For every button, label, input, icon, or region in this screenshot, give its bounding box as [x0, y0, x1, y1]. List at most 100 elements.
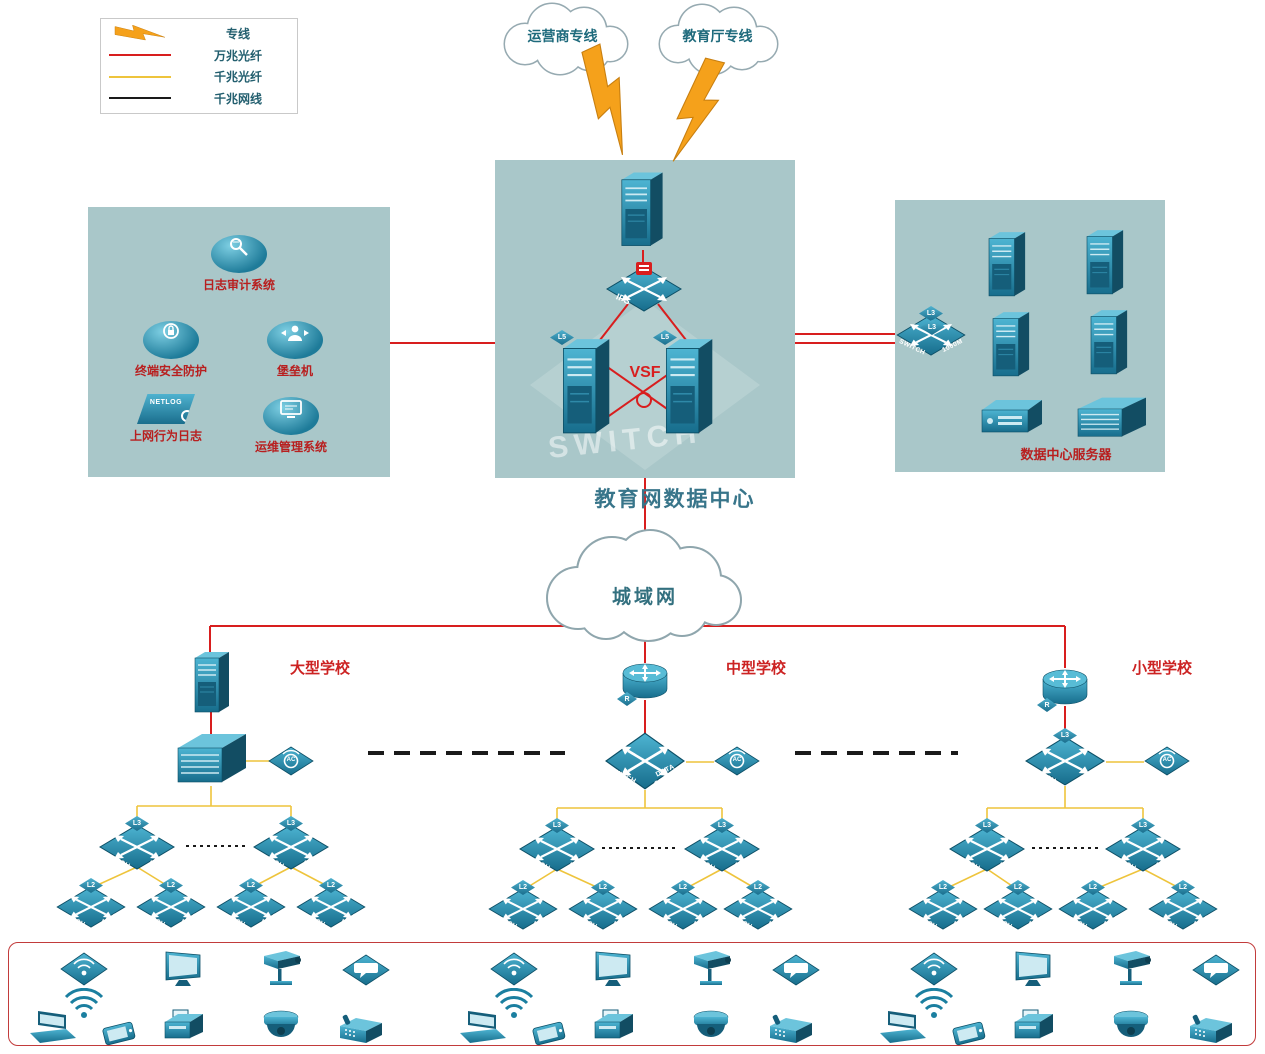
large-school-core-switch	[176, 732, 248, 784]
netlog-system: NETLOG 上网行为日志	[121, 390, 211, 444]
bastion-host-icon	[267, 321, 323, 359]
ops-management-icon	[263, 397, 319, 435]
core-switch-left: L5	[550, 330, 612, 436]
l3-badge: L3	[975, 818, 999, 833]
core-badge: L5	[550, 330, 574, 345]
endpoint-security-label: 终端安全防护	[134, 364, 207, 378]
device-group	[458, 944, 870, 1050]
red-line-icon	[109, 54, 187, 57]
vsf-label: VSF	[629, 364, 661, 381]
isp-cloud-label: 运营商专线	[527, 28, 598, 44]
l2-badge: L2	[511, 880, 535, 895]
ops-management-label: 运维管理系统	[254, 440, 327, 454]
smartphone-icon	[948, 1020, 990, 1053]
legend-row: 千兆网线	[109, 88, 289, 109]
endpoint-security-icon	[143, 321, 199, 359]
router-badge: R	[1037, 698, 1057, 712]
server-tower	[984, 230, 1028, 298]
l3-badge: L3	[1131, 818, 1155, 833]
server-zone-switch: L3 L3 SWITCH 1000M	[896, 306, 966, 357]
wireless-ap-icon	[910, 952, 958, 991]
datacenter-title: 教育网数据中心	[594, 487, 756, 511]
printer-icon	[590, 1008, 636, 1049]
rack-device	[1076, 396, 1148, 438]
desk-phone-icon	[1186, 1014, 1236, 1051]
server-tower	[988, 310, 1032, 378]
medium-school-router: R	[617, 660, 669, 706]
ptz-camera-icon	[258, 948, 304, 993]
bastion-host-label: 堡垒机	[276, 364, 313, 378]
laptop-icon	[458, 1010, 508, 1049]
core-switch-icon	[558, 336, 612, 436]
desktop-monitor-icon	[592, 950, 634, 993]
router-badge: R	[617, 692, 637, 706]
firewall-icon	[617, 170, 665, 248]
ips-device: IPS	[606, 262, 682, 312]
core-badge: L5	[653, 330, 677, 345]
netlog-label: 上网行为日志	[129, 429, 202, 443]
dome-camera-icon	[1110, 1008, 1152, 1049]
laptop-icon	[878, 1010, 928, 1049]
small-school-label: 小型学校	[1132, 660, 1193, 677]
large-school-label: 大型学校	[290, 660, 351, 677]
ptz-camera-icon	[688, 948, 734, 993]
l2-badge: L2	[239, 878, 263, 893]
dome-camera-icon	[690, 1008, 732, 1049]
storage-icon	[980, 398, 1044, 434]
l2-badge: L2	[79, 878, 103, 893]
server-icon	[1086, 308, 1130, 376]
server-zone-title: 数据中心服务器	[1020, 447, 1112, 462]
netlog-text: NETLOG	[149, 399, 183, 406]
l2-badge: L2	[746, 880, 770, 895]
l2-badge: L2	[591, 880, 615, 895]
man-cloud-label: 城域网	[611, 587, 678, 608]
l3-badge: L3	[125, 816, 149, 831]
server-icon	[984, 230, 1028, 298]
ac-label: AC	[1162, 757, 1172, 763]
ops-management: 运维管理系统	[246, 390, 336, 455]
edu-cloud-label: 教育厅专线	[682, 28, 753, 44]
desktop-monitor-icon	[162, 950, 204, 993]
chat-terminal-icon	[342, 954, 390, 991]
device-group	[28, 944, 440, 1050]
l3-badge: L3	[920, 320, 944, 335]
laptop-icon	[28, 1010, 78, 1049]
chat-terminal-icon	[772, 954, 820, 991]
wireless-controller: AC	[1144, 746, 1190, 776]
device-group	[878, 944, 1265, 1050]
yellow-line-icon	[109, 75, 187, 78]
l2-badge: L2	[1171, 880, 1195, 895]
wireless-controller: AC	[714, 746, 760, 776]
legend-label: 千兆网线	[213, 91, 262, 106]
rack-icon	[1076, 396, 1148, 438]
log-audit-label: 日志审计系统	[202, 278, 275, 292]
l2-badge: L2	[931, 880, 955, 895]
wireless-ap-icon	[60, 952, 108, 991]
legend-row: 专线	[109, 23, 289, 44]
server-tower	[1086, 308, 1130, 376]
legend: 专线 万兆光纤 千兆光纤 千兆网线	[100, 18, 298, 114]
l3-badge: L3	[545, 818, 569, 833]
wireless-controller: AC	[268, 746, 314, 776]
l3-badge: L3	[710, 818, 734, 833]
dome-camera-icon	[260, 1008, 302, 1049]
l2-badge: L2	[671, 880, 695, 895]
server-icon	[1082, 228, 1126, 296]
netlog-icon: NETLOG	[137, 394, 195, 424]
server-icon	[191, 650, 231, 714]
